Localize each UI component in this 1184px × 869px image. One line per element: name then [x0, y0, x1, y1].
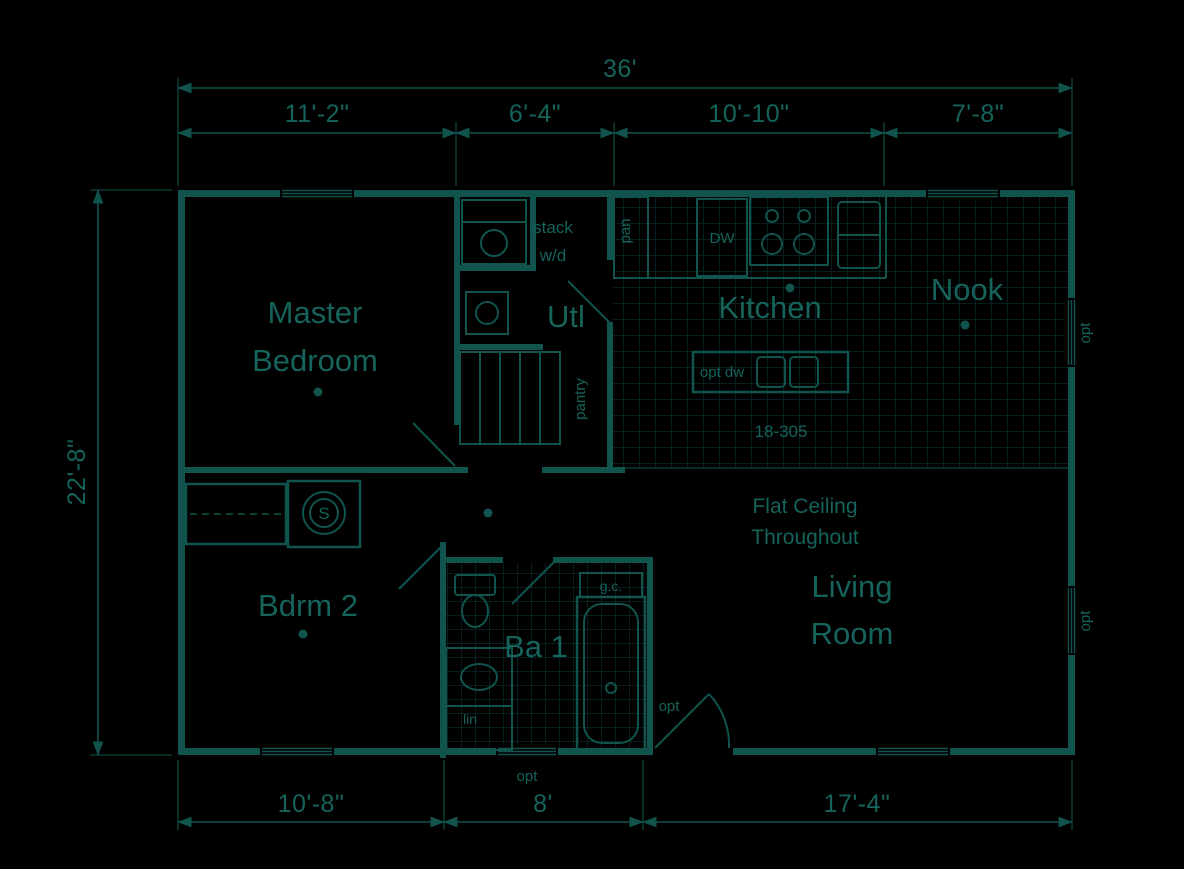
bedroom2-closet	[184, 482, 288, 546]
pantry-cabinet	[613, 196, 649, 279]
dishwasher	[696, 198, 748, 277]
water-heater-label: S	[318, 504, 329, 523]
doors	[398, 280, 733, 759]
entry-door	[653, 693, 733, 759]
window-optional-bottom	[496, 744, 558, 759]
tub-drain	[605, 682, 617, 694]
water-heater	[302, 491, 346, 535]
dim-bath-width: 8'	[533, 790, 553, 818]
window-optional-right-upper	[1064, 298, 1079, 367]
utility-fixtures	[459, 199, 561, 445]
pantry-shelving	[459, 351, 561, 445]
bath-door-leaf	[511, 561, 555, 605]
master-bedroom-label-line1: Master	[268, 295, 363, 330]
kitchen-nook-tile-floor	[613, 196, 1070, 469]
dim-kitchen-width: 10'-10"	[708, 100, 789, 128]
ceiling-lights	[298, 283, 970, 639]
dim-total-width: 36'	[603, 55, 637, 83]
closets: S	[184, 479, 362, 549]
optional-right-lower-window-label: opt	[1077, 610, 1094, 632]
window-optional-right-lower	[1064, 586, 1079, 655]
flat-ceiling-note-line2: Throughout	[751, 526, 859, 549]
kitchen-light	[785, 283, 795, 293]
water-heater-closet: S	[286, 479, 362, 549]
dim-bedroom2-width: 10'-8"	[278, 790, 345, 818]
living-room-label-line2: Room	[811, 616, 894, 651]
utility-kitchen-door-leaf	[567, 280, 611, 324]
pan-cabinet-label: pan	[617, 218, 634, 243]
stack-wd-label-line1: stack	[533, 218, 573, 237]
dimension-top-segments: 11'-2" 6'-4" 10'-10" 7'-8"	[177, 100, 1073, 186]
optional-entry-door-label: opt	[659, 698, 681, 715]
linen-closet	[445, 705, 513, 751]
interior-walls	[178, 190, 653, 758]
master-bedroom-label-line2: Bedroom	[252, 343, 378, 378]
toilet	[454, 574, 496, 628]
window-living-bottom	[876, 744, 950, 759]
bedroom2-label: Bdrm 2	[258, 588, 358, 623]
nook-label: Nook	[931, 272, 1004, 307]
utility-sink	[465, 291, 509, 335]
stack-wd-label-line2: w/d	[539, 246, 566, 265]
dishwasher-label: DW	[710, 230, 736, 247]
annotations: Flat Ceiling Throughout stack w/d pan pa…	[463, 218, 1094, 785]
pantry-label: pantry	[572, 378, 589, 420]
window-nook-top	[926, 186, 1000, 201]
bathtub	[575, 595, 647, 752]
nook-light	[960, 320, 970, 330]
optional-right-upper-window-label: opt	[1077, 322, 1094, 344]
bedroom2-door-leaf	[398, 546, 442, 590]
kitchen-island	[691, 350, 850, 394]
bath-fixtures	[445, 572, 647, 752]
hall-light	[483, 508, 493, 518]
linen-label: lin	[463, 711, 477, 727]
dim-master-width: 11'-2"	[285, 100, 350, 128]
master-light	[313, 387, 323, 397]
living-room-label-line1: Living	[812, 569, 893, 604]
model-number-label: 18-305	[755, 422, 808, 441]
island-sink-bowl	[789, 356, 819, 388]
master-door-leaf	[412, 422, 456, 467]
range-cooktop	[749, 196, 829, 266]
optional-bottom-window-label: opt	[517, 768, 539, 785]
kitchen-label: Kitchen	[718, 290, 821, 325]
dimension-left: 22'-8"	[63, 189, 172, 756]
bedroom2-light	[298, 629, 308, 639]
dimension-bottom: 10'-8" 8' 17'-4"	[177, 760, 1073, 830]
flat-ceiling-note-line1: Flat Ceiling	[752, 495, 857, 518]
room-labels: Master Bedroom Utl Kitchen Nook Bdrm 2 B…	[252, 272, 1004, 664]
utility-label: Utl	[547, 299, 585, 334]
optional-dishwasher-label: opt dw	[700, 364, 744, 381]
dim-total-depth: 22'-8"	[63, 439, 91, 506]
dim-nook-width: 7'-8"	[952, 100, 1004, 128]
dim-living-width: 17'-4"	[824, 790, 891, 818]
glass-cabinet-label: g.c.	[600, 578, 623, 594]
kitchen-fixtures	[613, 196, 887, 394]
dim-utility-width: 6'-4"	[509, 100, 561, 128]
window-bedroom2-bottom	[260, 744, 334, 759]
window-master-top	[280, 186, 354, 201]
bath1-label: Ba 1	[504, 629, 568, 664]
island-sink-bowl	[756, 356, 786, 388]
stacked-washer-dryer	[461, 199, 527, 265]
kitchen-sink	[837, 201, 881, 269]
